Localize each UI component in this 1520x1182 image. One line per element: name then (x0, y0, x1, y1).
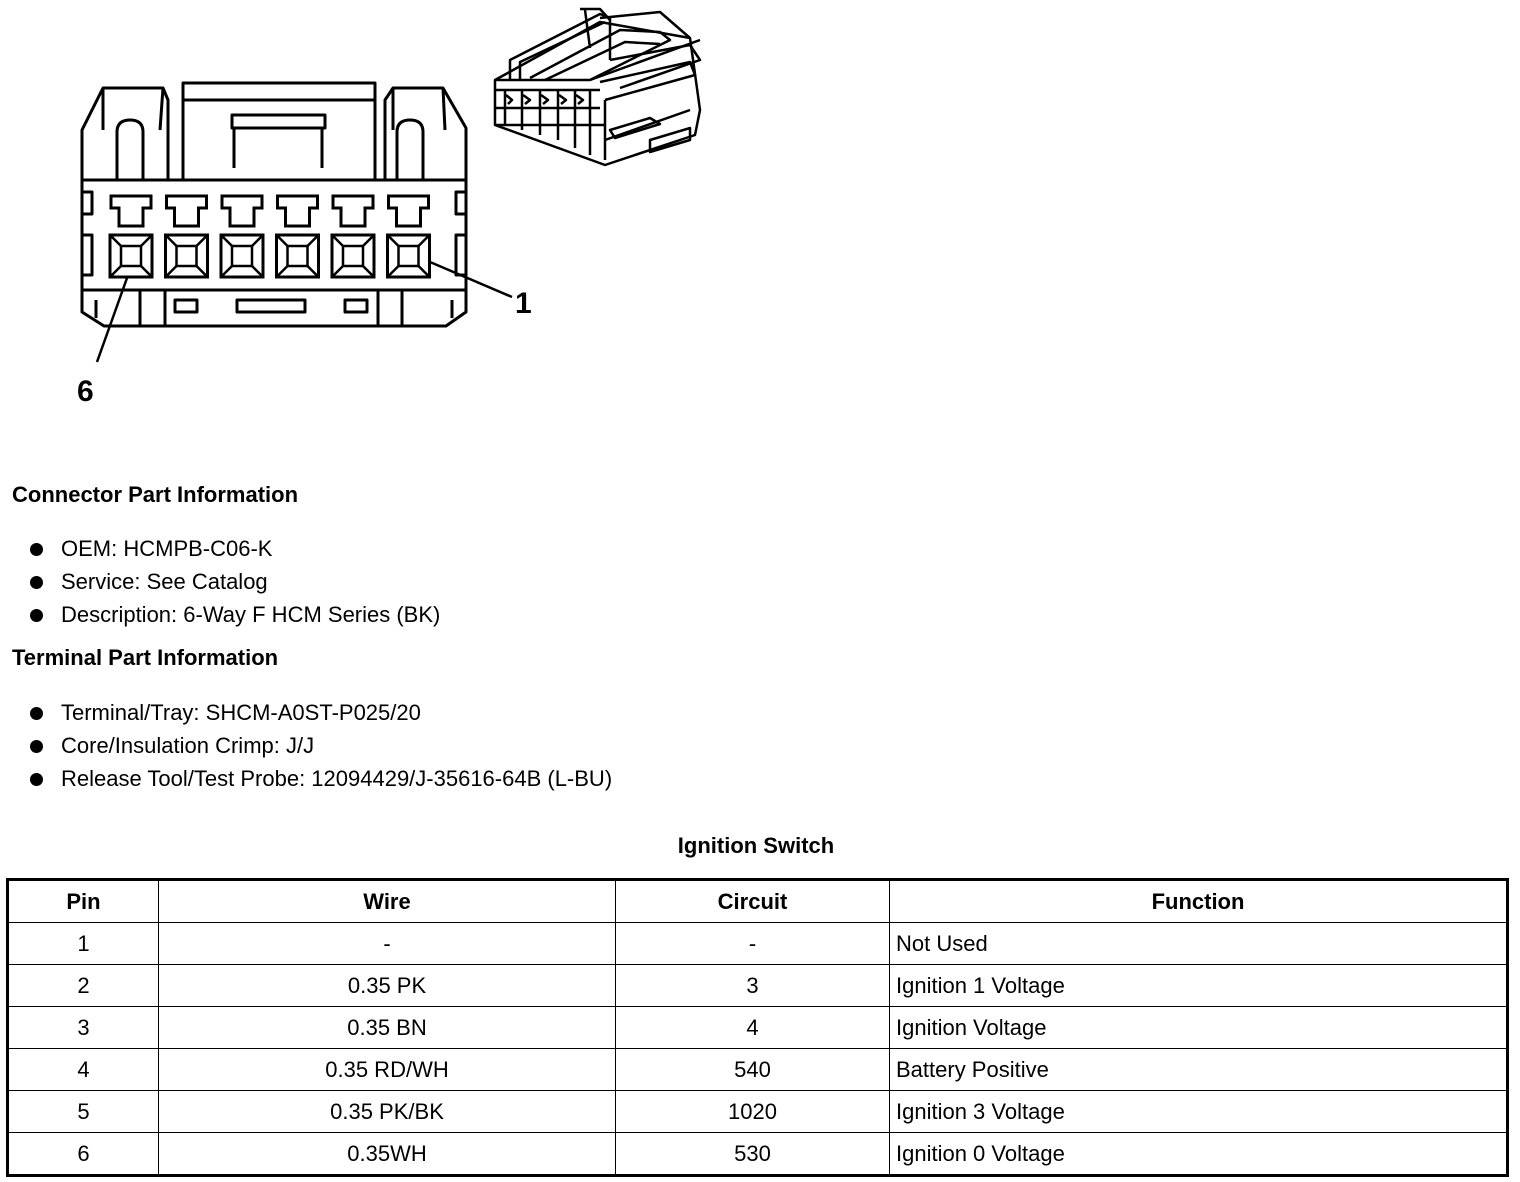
pin-cell: 5 (7, 1090, 159, 1133)
circuit-cell: - (615, 922, 890, 965)
bullet-icon (30, 609, 43, 622)
terminal-cavity (386, 233, 431, 279)
function-cell: Not Used (889, 922, 1508, 965)
circuit-cell: 1020 (615, 1090, 890, 1133)
circuit-cell: 530 (615, 1132, 890, 1176)
terminal-info-item: Terminal/Tray: SHCM-A0ST-P025/20 (30, 696, 612, 729)
terminal-cavities (108, 233, 431, 279)
pin-1-label: 1 (515, 287, 532, 320)
connector-part-info-list: OEM: HCMPB-C06-K Service: See Catalog De… (30, 532, 440, 631)
terminal-cavity (330, 233, 376, 279)
wire-cell: - (158, 922, 616, 965)
table-row: 5 0.35 PK/BK 1020 Ignition 3 Voltage (7, 1090, 1508, 1133)
pin-cell: 6 (7, 1132, 159, 1176)
wire-cell: 0.35 PK/BK (158, 1090, 616, 1133)
terminal-cavity (219, 233, 265, 279)
connector-isometric-view (493, 7, 702, 167)
terminal-cavity (164, 233, 209, 279)
pin-cell: 1 (7, 922, 159, 965)
left-latch (115, 118, 145, 180)
wire-cell: 0.35 RD/WH (158, 1048, 616, 1091)
circuit-cell: 3 (615, 964, 890, 1007)
connector-info-item: Description: 6-Way F HCM Series (BK) (30, 598, 440, 631)
wire-cell: 0.35 BN (158, 1006, 616, 1049)
pin-6-label: 6 (77, 375, 94, 408)
pin-1-leader-line (429, 260, 513, 299)
pin-cell: 3 (7, 1006, 159, 1049)
connector-part-info-heading: Connector Part Information (12, 482, 299, 507)
terminal-locks (109, 194, 430, 228)
terminal-part-info-list: Terminal/Tray: SHCM-A0ST-P025/20 Core/In… (30, 696, 612, 795)
column-header-wire: Wire (158, 879, 616, 923)
table-row: 6 0.35WH 530 Ignition 0 Voltage (7, 1132, 1508, 1176)
table-row: 2 0.35 PK 3 Ignition 1 Voltage (7, 964, 1508, 1007)
bullet-icon (30, 707, 43, 720)
bullet-icon (30, 576, 43, 589)
terminal-lock (220, 194, 264, 228)
column-header-pin: Pin (7, 879, 159, 923)
table-title: Ignition Switch (677, 833, 835, 858)
terminal-lock (387, 194, 430, 228)
function-cell: Ignition 3 Voltage (889, 1090, 1508, 1133)
function-cell: Battery Positive (889, 1048, 1508, 1091)
function-cell: Ignition 1 Voltage (889, 964, 1508, 1007)
bullet-icon (30, 773, 43, 786)
bullet-icon (30, 740, 43, 753)
table-row: 4 0.35 RD/WH 540 Battery Positive (7, 1048, 1508, 1091)
terminal-part-info-heading: Terminal Part Information (12, 645, 279, 670)
table-header-row: Pin Wire Circuit Function (7, 879, 1508, 923)
circuit-cell: 540 (615, 1048, 890, 1091)
terminal-lock (276, 194, 319, 228)
wire-cell: 0.35WH (158, 1132, 616, 1176)
connector-info-item: Service: See Catalog (30, 565, 440, 598)
wire-cell: 0.35 PK (158, 964, 616, 1007)
terminal-info-item: Core/Insulation Crimp: J/J (30, 729, 612, 762)
table-row: 3 0.35 BN 4 Ignition Voltage (7, 1006, 1508, 1049)
terminal-info-item: Release Tool/Test Probe: 12094429/J-3561… (30, 762, 612, 795)
column-header-function: Function (889, 879, 1508, 923)
function-cell: Ignition 0 Voltage (889, 1132, 1508, 1176)
circuit-cell: 4 (615, 1006, 890, 1049)
terminal-lock (109, 194, 153, 228)
bullet-icon (30, 543, 43, 556)
pin-cell: 4 (7, 1048, 159, 1091)
connector-info-item: OEM: HCMPB-C06-K (30, 532, 440, 565)
pin-cell: 2 (7, 964, 159, 1007)
terminal-lock (165, 194, 208, 228)
right-latch (395, 118, 425, 180)
terminal-cavity (275, 233, 320, 279)
pinout-table: Pin Wire Circuit Function 1 - - Not Used… (6, 878, 1509, 1177)
terminal-lock (331, 194, 375, 228)
function-cell: Ignition Voltage (889, 1006, 1508, 1049)
pin-6-leader-line (95, 277, 129, 363)
table-row: 1 - - Not Used (7, 922, 1508, 965)
terminal-cavity (108, 233, 154, 279)
top-lock-tab (183, 98, 375, 168)
column-header-circuit: Circuit (615, 879, 890, 923)
connector-diagram: 1 6 (77, 7, 702, 408)
